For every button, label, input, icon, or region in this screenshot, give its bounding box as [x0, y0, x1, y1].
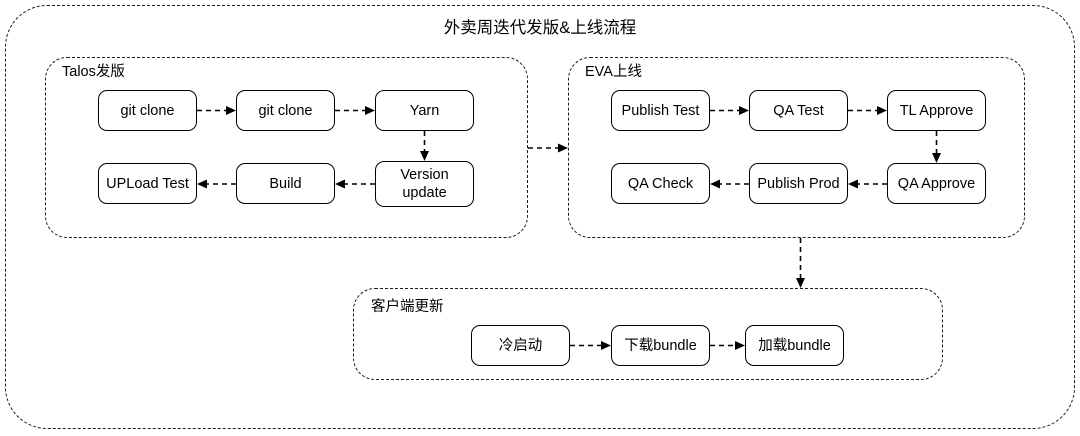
node-talos-yarn[interactable]: Yarn — [375, 90, 474, 131]
node-client-download-bundle[interactable]: 下载bundle — [611, 325, 710, 366]
node-talos-version-update[interactable]: Version update — [375, 161, 474, 207]
node-talos-build[interactable]: Build — [236, 163, 335, 204]
node-eva-publish-test[interactable]: Publish Test — [611, 90, 710, 131]
group-label-eva: EVA上线 — [585, 64, 642, 80]
group-client — [353, 288, 943, 380]
node-eva-tl-approve[interactable]: TL Approve — [887, 90, 986, 131]
node-eva-publish-prod[interactable]: Publish Prod — [749, 163, 848, 204]
node-talos-upload-test[interactable]: UPLoad Test — [98, 163, 197, 204]
node-eva-qa-check[interactable]: QA Check — [611, 163, 710, 204]
node-client-cold-start[interactable]: 冷启动 — [471, 325, 570, 366]
node-eva-qa-test[interactable]: QA Test — [749, 90, 848, 131]
node-client-load-bundle[interactable]: 加载bundle — [745, 325, 844, 366]
node-talos-git-clone-2[interactable]: git clone — [236, 90, 335, 131]
node-eva-qa-approve[interactable]: QA Approve — [887, 163, 986, 204]
group-label-client: 客户端更新 — [371, 299, 444, 315]
node-talos-git-clone-1[interactable]: git clone — [98, 90, 197, 131]
group-talos — [45, 57, 528, 238]
group-label-talos: Talos发版 — [62, 64, 125, 80]
group-eva — [568, 57, 1025, 238]
page-title: 外卖周迭代发版&上线流程 — [443, 19, 637, 37]
outer-container-frame — [5, 5, 1075, 429]
